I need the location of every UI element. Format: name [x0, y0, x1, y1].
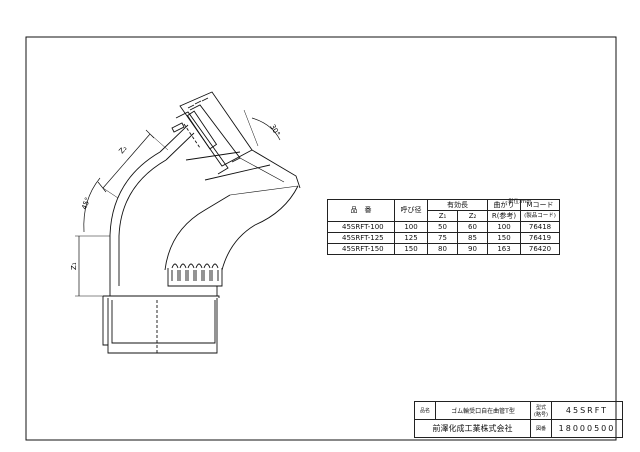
- z1-label: Z₁: [70, 262, 78, 270]
- drawing-number: 18000500: [551, 419, 623, 438]
- header-z1: Z₁: [427, 210, 458, 222]
- cell-size: 100: [394, 221, 428, 233]
- company-name: 前澤化成工業株式会社: [414, 419, 531, 438]
- hinmei-label: 品名: [414, 401, 436, 420]
- header-r-ref: R(参考): [487, 210, 521, 222]
- zuban-label: 図番: [530, 419, 552, 438]
- cell-code: 76420: [520, 243, 560, 255]
- cell-z1: 80: [427, 243, 458, 255]
- angle-30-arc: [251, 117, 281, 141]
- header-mcode: Mコード: [520, 199, 560, 211]
- header-hinban: 品 番: [327, 199, 395, 222]
- cell-code: 76418: [520, 221, 560, 233]
- cell-r: 150: [487, 232, 521, 244]
- title-row-1: 品名 ゴム輪受口自在曲管T型 型式(略号) 45SRFT: [414, 401, 623, 420]
- cell-z2: 85: [457, 232, 488, 244]
- cell-r: 100: [487, 221, 521, 233]
- cell-z1: 50: [427, 221, 458, 233]
- header-z2: Z₂: [457, 210, 488, 222]
- sheet-border: [25, 36, 617, 441]
- angle-30-label: 30°: [268, 123, 281, 138]
- cell-name: 45SRFT-125: [327, 232, 395, 244]
- cell-name: 45SRFT-100: [327, 221, 395, 233]
- table-row: 45SRFT-100 100 50 60 100 76418: [327, 221, 560, 233]
- cell-name: 45SRFT-150: [327, 243, 395, 255]
- product-name: ゴム輪受口自在曲管T型: [435, 401, 531, 420]
- z2-label: Z₂: [118, 144, 129, 155]
- header-yuko-cho: 有効長: [427, 199, 488, 211]
- angle-45-arc: [83, 177, 101, 233]
- cell-code: 76419: [520, 232, 560, 244]
- angle-45-label: 45°: [80, 196, 92, 210]
- dimension-lines: [75, 109, 281, 297]
- table-row: 45SRFT-150 150 80 90 163 76420: [327, 243, 560, 255]
- cell-z1: 75: [427, 232, 458, 244]
- header-magari: 曲がり: [487, 199, 521, 211]
- spec-table: 品 番 呼び径 有効長 曲がり Mコード Z₁ Z₂ R(参考) (製品コード)…: [327, 199, 560, 255]
- z2-dim-line: [102, 133, 151, 189]
- cell-size: 125: [394, 232, 428, 244]
- table-row: 45SRFT-125 125 75 85 150 76419: [327, 232, 560, 244]
- model-code: 45SRFT: [551, 401, 623, 420]
- header-mcode-sub: (製品コード): [520, 210, 560, 222]
- header-yobikei: 呼び径: [394, 199, 428, 222]
- keishiki-label: 型式(略号): [530, 401, 552, 420]
- cell-z2: 90: [457, 243, 488, 255]
- cell-r: 163: [487, 243, 521, 255]
- cell-z2: 60: [457, 221, 488, 233]
- elbow-pipe-drawing: [102, 91, 301, 354]
- title-row-2: 前澤化成工業株式会社 図番 18000500: [414, 419, 623, 438]
- title-block: 品名 ゴム輪受口自在曲管T型 型式(略号) 45SRFT 前澤化成工業株式会社 …: [414, 401, 623, 438]
- spec-header-row-2: Z₁ Z₂ R(参考) (製品コード): [328, 210, 560, 222]
- cell-size: 150: [394, 243, 428, 255]
- spec-header-row-1: 品 番 呼び径 有効長 曲がり Mコード: [327, 199, 560, 222]
